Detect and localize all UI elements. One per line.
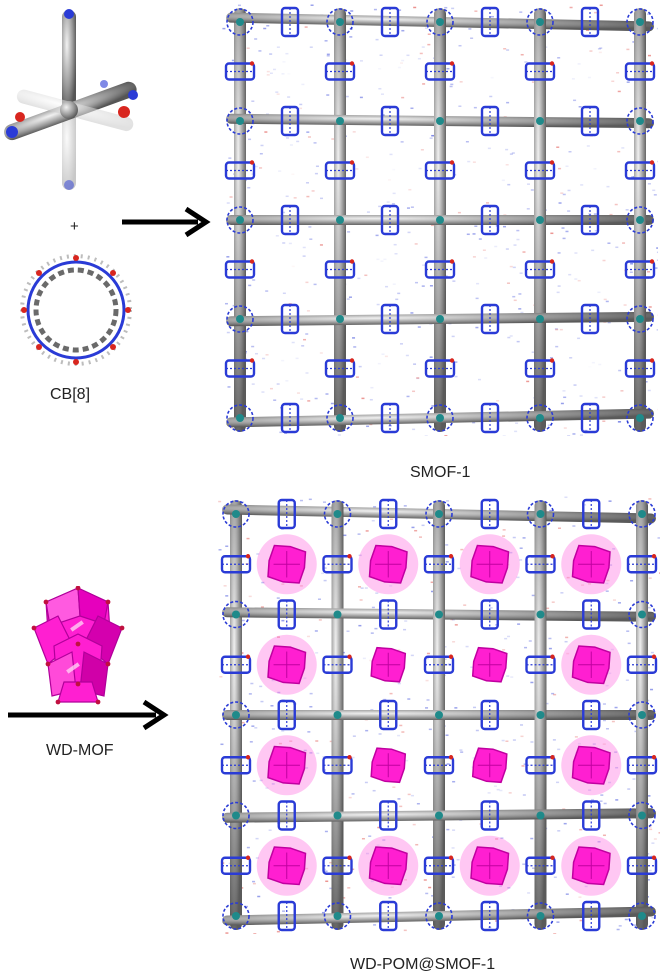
wd-pom-smof1-lattice-graphic — [218, 496, 660, 934]
wd-pom-smof1-framework-structure — [218, 496, 660, 934]
smof1-label: SMOF-1 — [410, 464, 470, 482]
wd-mof-label: WD-MOF — [46, 742, 114, 760]
cb8-ring-icon — [16, 250, 136, 370]
reaction-arrow-bottom — [6, 698, 170, 732]
reaction-arrow-top — [120, 205, 212, 239]
plus-sign: + — [70, 218, 79, 235]
smof1-framework-structure — [222, 4, 658, 436]
polyoxometalate-cluster-icon — [28, 586, 128, 706]
right-arrow-icon — [120, 205, 212, 239]
cb8-label: CB[8] — [50, 386, 90, 404]
right-arrow-icon — [6, 698, 170, 732]
smof1-lattice-graphic — [222, 4, 658, 436]
wd-pom-smof1-label: WD-POM@SMOF-1 — [350, 956, 495, 974]
cb8-macrocycle — [16, 250, 136, 370]
tetrahedral-building-block-molecule — [0, 0, 150, 200]
polyoxometalate-cluster — [28, 586, 128, 706]
building-block-molecule-icon — [0, 0, 150, 200]
